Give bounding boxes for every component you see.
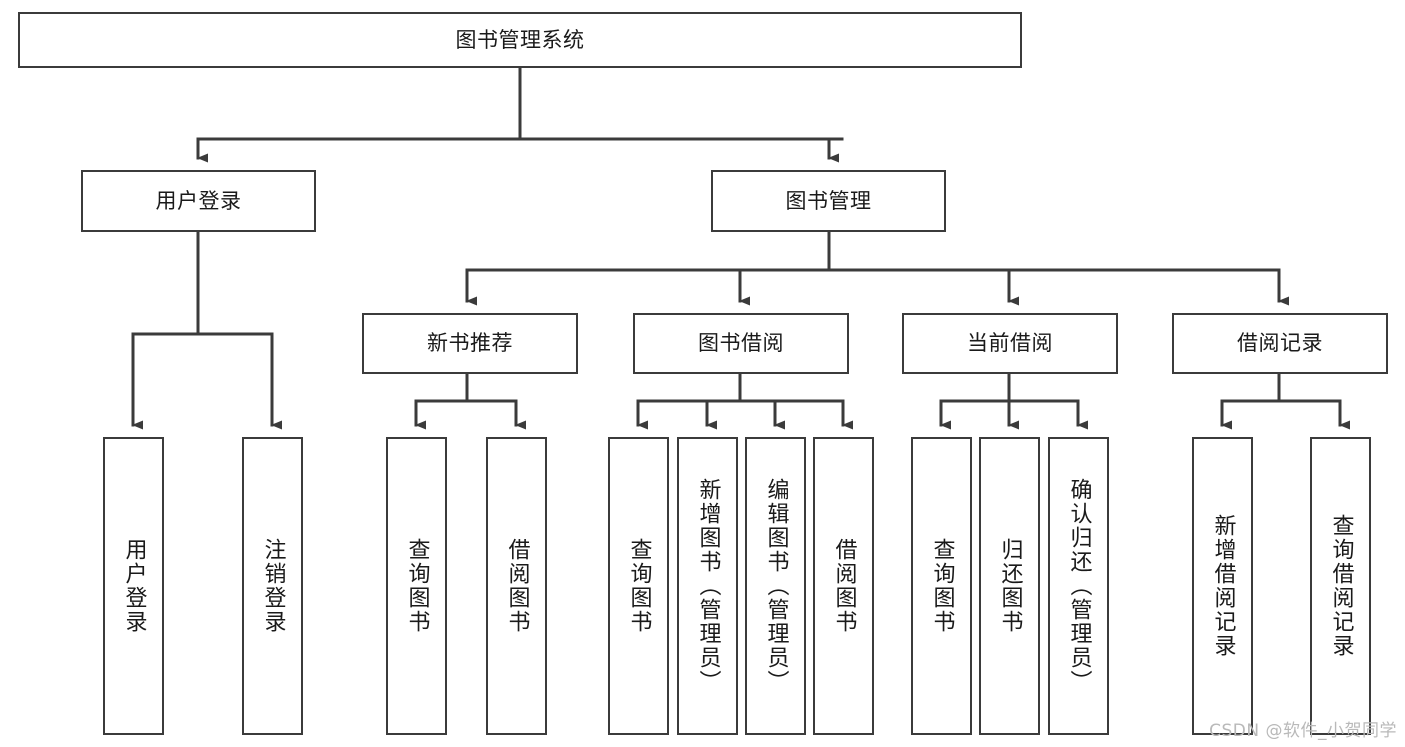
leaf-current-borrow-confirm[interactable]: 确认归还（管理员） [1048, 437, 1109, 735]
leaf-user-login-logout[interactable]: 注销登录 [242, 437, 303, 735]
node-book-management[interactable]: 图书管理 [711, 170, 946, 232]
leaf-current-borrow-return[interactable]: 归还图书 [979, 437, 1040, 735]
node-root[interactable]: 图书管理系统 [18, 12, 1022, 68]
node-user-login-label: 用户登录 [155, 188, 242, 213]
leaf-book-borrow-edit[interactable]: 编辑图书（管理员） [745, 437, 806, 735]
node-book-borrow[interactable]: 图书借阅 [633, 313, 849, 374]
node-borrow-record-label: 借阅记录 [1237, 331, 1323, 356]
leaf-label: 新增图书（管理员） [695, 478, 721, 694]
leaf-label: 新增借阅记录 [1210, 514, 1236, 658]
leaf-label: 确认归还（管理员） [1066, 478, 1092, 694]
leaf-label: 查询图书 [929, 538, 955, 634]
node-current-borrow-label: 当前借阅 [967, 331, 1053, 356]
leaf-label: 查询借阅记录 [1328, 514, 1354, 658]
leaf-borrow-record-add[interactable]: 新增借阅记录 [1192, 437, 1253, 735]
leaf-label: 注销登录 [260, 538, 286, 634]
leaf-label: 用户登录 [121, 538, 147, 634]
node-root-label: 图书管理系统 [455, 27, 585, 52]
leaf-label: 借阅图书 [504, 538, 530, 634]
leaf-book-borrow-query[interactable]: 查询图书 [608, 437, 669, 735]
node-user-login[interactable]: 用户登录 [81, 170, 316, 232]
leaf-label: 编辑图书（管理员） [763, 478, 789, 694]
node-new-book-recommend-label: 新书推荐 [427, 331, 513, 356]
node-book-borrow-label: 图书借阅 [698, 331, 784, 356]
node-borrow-record[interactable]: 借阅记录 [1172, 313, 1388, 374]
leaf-current-borrow-query[interactable]: 查询图书 [911, 437, 972, 735]
leaf-user-login-login[interactable]: 用户登录 [103, 437, 164, 735]
node-new-book-recommend[interactable]: 新书推荐 [362, 313, 578, 374]
leaf-new-book-query[interactable]: 查询图书 [386, 437, 447, 735]
leaf-label: 借阅图书 [831, 538, 857, 634]
leaf-borrow-record-query[interactable]: 查询借阅记录 [1310, 437, 1371, 735]
leaf-book-borrow-borrow[interactable]: 借阅图书 [813, 437, 874, 735]
node-current-borrow[interactable]: 当前借阅 [902, 313, 1118, 374]
leaf-label: 查询图书 [404, 538, 430, 634]
leaf-label: 归还图书 [997, 538, 1023, 634]
leaf-book-borrow-add[interactable]: 新增图书（管理员） [677, 437, 738, 735]
leaf-label: 查询图书 [626, 538, 652, 634]
leaf-new-book-borrow[interactable]: 借阅图书 [486, 437, 547, 735]
node-book-management-label: 图书管理 [785, 188, 872, 213]
